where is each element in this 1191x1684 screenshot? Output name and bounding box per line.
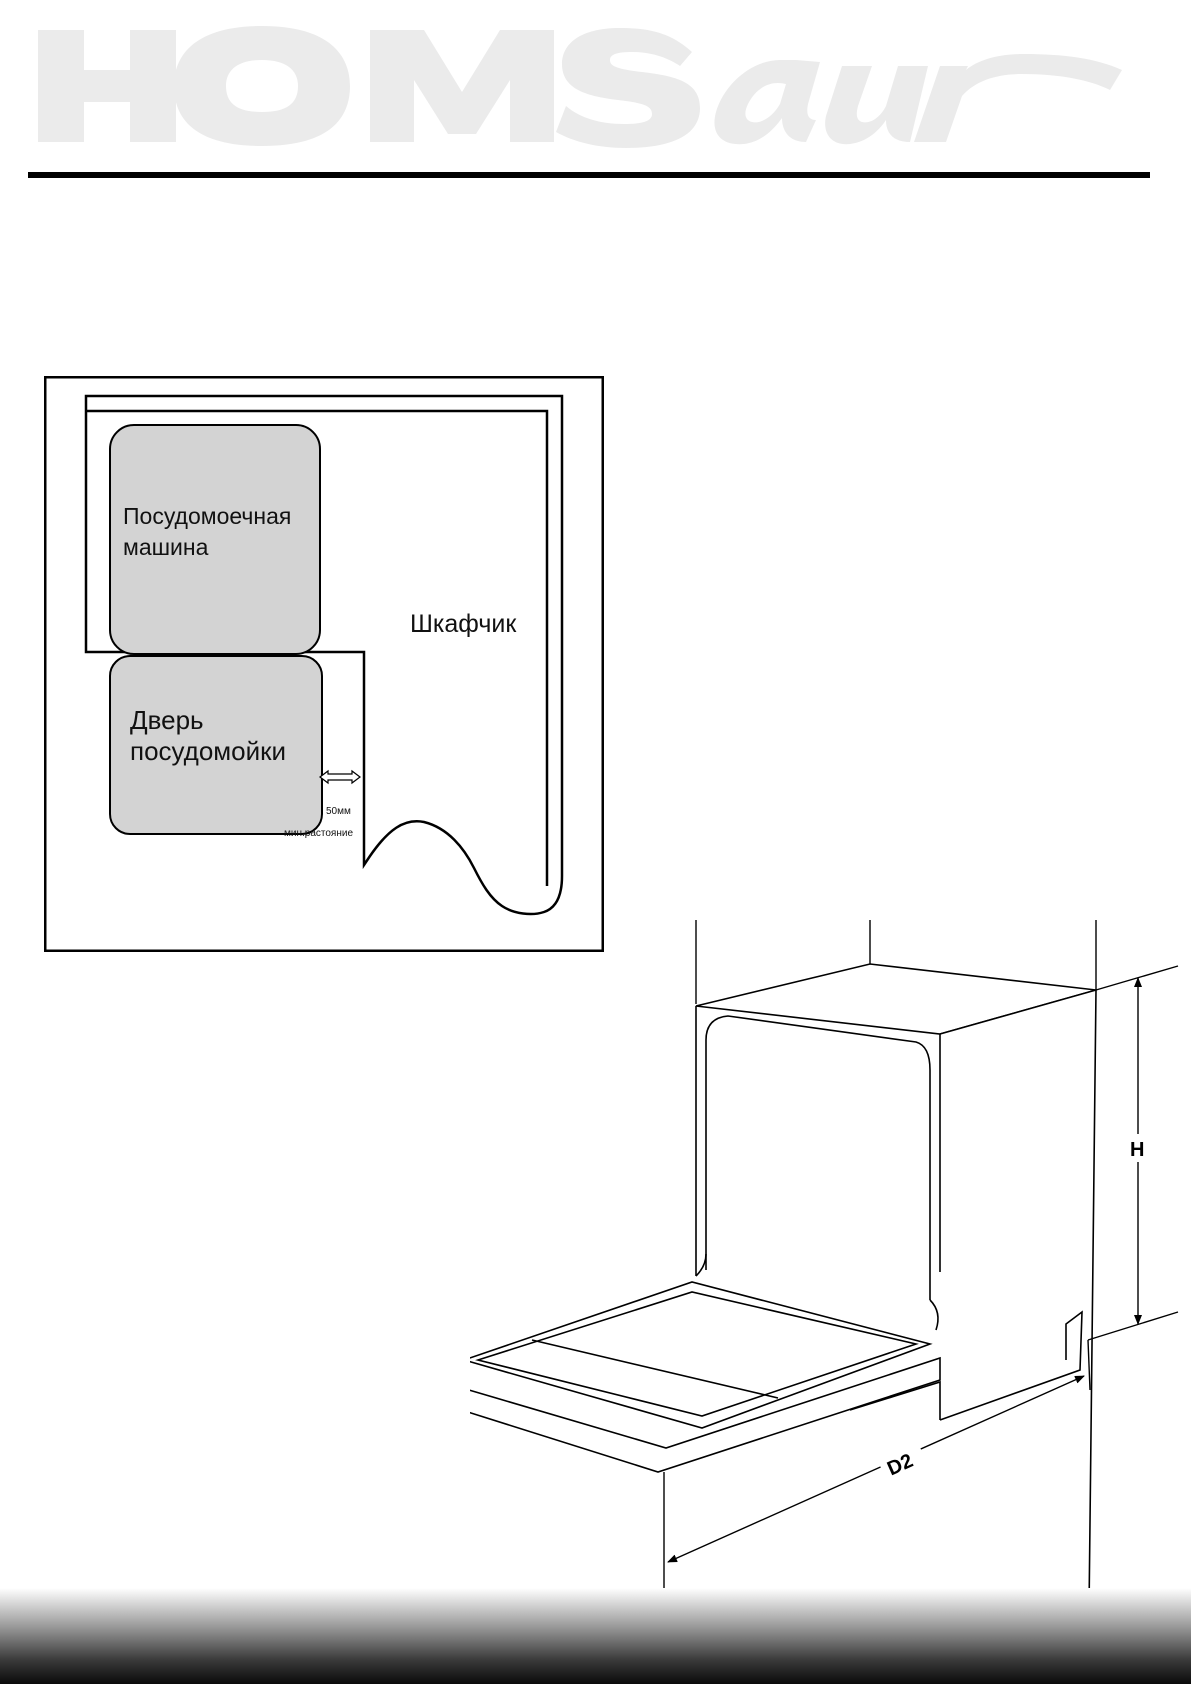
door-hinge-left xyxy=(695,1253,707,1277)
installation-diagram: Посудомоечная машина Шкафчик Дверь посуд… xyxy=(44,376,604,952)
footer-gradient-band xyxy=(0,1588,1191,1684)
dishwasher-label-line2: машина xyxy=(123,534,209,560)
logo-letter-o xyxy=(174,26,350,146)
h-extension-top xyxy=(1095,965,1179,991)
h-label: H xyxy=(1130,1139,1144,1161)
h-extension-bottom xyxy=(1087,1311,1179,1341)
door-label-line1: Дверь xyxy=(130,705,204,735)
gap-caption: мин.растояние xyxy=(284,828,353,839)
d2-label-bg xyxy=(876,1440,928,1482)
door-label-line2: посудомойки xyxy=(130,736,286,766)
logo-letter-a xyxy=(714,60,820,145)
door-hinge-right xyxy=(929,1299,939,1331)
logo-letter-m xyxy=(370,30,554,142)
dishwasher-body xyxy=(109,424,321,655)
logo-letters xyxy=(38,26,1122,148)
header-rule xyxy=(28,172,1150,178)
dishwasher-opening xyxy=(705,1015,931,1300)
dishwasher-front-frame xyxy=(695,1006,941,1276)
d2-extension-right xyxy=(1087,1339,1091,1391)
logo-letter-u xyxy=(825,66,928,145)
logo-letter-s xyxy=(556,28,700,148)
logo-letter-h xyxy=(38,30,176,142)
cabinet-outline xyxy=(84,394,564,916)
dimensions-diagram: D1 W H D2 xyxy=(470,920,1179,1588)
h-label-bg xyxy=(1126,1134,1152,1162)
dishwasher-door xyxy=(109,655,323,835)
door-inner-tray xyxy=(470,1281,933,1429)
dishwasher-side xyxy=(939,988,1097,1588)
logo-letter-r xyxy=(914,54,1122,142)
cabinet-label: Шкафчик xyxy=(410,610,517,638)
cabinet-inner-line xyxy=(86,409,549,886)
dishwasher-label-line1: Посудомоечная xyxy=(123,503,291,529)
d2-dimension-line xyxy=(667,1375,1085,1563)
gap-value: 50мм xyxy=(326,806,351,817)
brand-logo xyxy=(38,26,1122,148)
gap-arrow-icon xyxy=(319,769,361,785)
door-inner-tray-rim xyxy=(475,1291,919,1417)
